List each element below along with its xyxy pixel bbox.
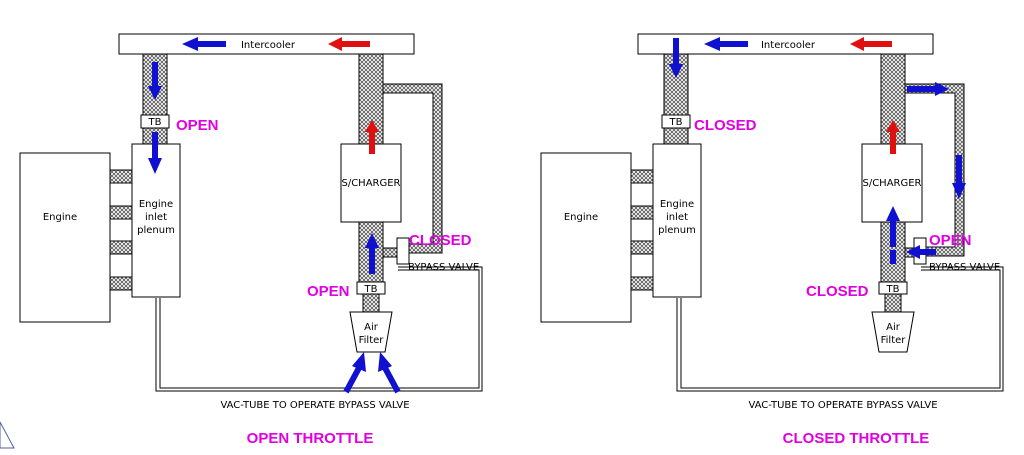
air-filter-label-1: Air [886,322,901,333]
tb-top-state: OPEN [176,117,219,134]
flow-arrow-up-blue [365,233,379,274]
throttle-body-top [661,114,691,129]
flow-arrow-filter-left [343,352,366,394]
plenum-label-2: inlet [666,212,688,223]
intercooler-label: Intercooler [761,40,816,51]
throttle-body-bottom [356,281,386,295]
runner-2 [630,205,654,220]
tb-bottom-label: TB [886,284,900,295]
flow-arrow-bypass-down [952,155,966,199]
bypass-valve-label: BYPASS VALVE [408,262,479,273]
flow-arrow-filter-right [378,352,401,394]
air-filter [871,311,915,353]
flow-arrow-down-blue-1 [148,62,162,100]
bypass-valve-stub [382,247,398,258]
engine-label: Engine [564,212,598,223]
open-throttle-diagram: Intercooler TB OPEN Engine Engine inlet … [19,33,483,447]
air-filter-label-1: Air [364,322,379,333]
bypass-valve [396,237,410,265]
throttle-body-bottom [878,281,908,295]
flow-arrow-up-blue-1 [886,206,900,247]
filter-neck [884,293,902,313]
flow-arrow-down-blue-2 [148,132,162,174]
flow-arrow-intercooler-blue [704,37,748,51]
corner-logo-fragment [0,421,15,449]
vac-tube-inner [159,269,480,389]
filter-neck [362,293,380,313]
diagram-caption: CLOSED THROTTLE [783,430,930,447]
plenum-label-3: plenum [658,225,696,236]
supercharger-label: S/CHARGER [341,178,400,189]
engine-label: Engine [43,212,77,223]
air-filter [349,311,393,353]
tb-top-label: TB [669,117,683,128]
vac-tube [155,266,483,392]
plenum-label-3: plenum [137,225,175,236]
runner-4 [109,276,133,291]
flow-arrow-down-blue [669,38,683,78]
engine-block [540,152,632,323]
flow-arrow-intercooler-red [328,37,370,51]
bypass-state: OPEN [929,232,972,249]
vac-tube-inner [680,269,1001,389]
bypass-valve-label: BYPASS VALVE [929,262,1000,273]
flow-arrow-bypass-left [906,245,936,259]
flow-arrow-up-blue-2 [890,250,896,264]
runner-3 [109,240,133,255]
tb-top-label: TB [148,117,162,128]
intercooler-label: Intercooler [241,40,296,51]
plenum-label-1: Engine [660,199,694,210]
diagram-caption: OPEN THROTTLE [247,430,374,447]
tb-bottom-state: CLOSED [806,283,869,300]
tb-bottom-label: TB [364,284,378,295]
runner-3 [630,240,654,255]
flow-arrow-intercooler-blue [182,37,226,51]
runner-1 [630,169,654,184]
bypass-state: CLOSED [409,232,472,249]
intercooler [637,33,934,55]
supercharger [340,143,402,223]
air-filter-label-2: Filter [359,335,385,346]
plenum-label-1: Engine [139,199,173,210]
runner-2 [109,205,133,220]
tb-bottom-state: OPEN [307,283,350,300]
supercharger-label: S/CHARGER [862,178,921,189]
runner-4 [630,276,654,291]
inlet-plenum [652,143,702,298]
vac-tube-label: VAC-TUBE TO OPERATE BYPASS VALVE [748,400,937,411]
vac-tube [676,266,1004,392]
engine-block [19,152,111,323]
throttle-body-top [140,114,170,129]
closed-throttle-diagram: Intercooler TB CLOSED Engine Engine inle… [540,33,1004,447]
tb-top-state: CLOSED [694,117,757,134]
runner-1 [109,169,133,184]
vac-tube-label: VAC-TUBE TO OPERATE BYPASS VALVE [220,400,409,411]
air-filter-label-2: Filter [881,335,907,346]
plenum-label-2: inlet [145,212,167,223]
flow-arrow-intercooler-red [850,37,892,51]
flow-arrow-bypass-right [907,82,949,96]
